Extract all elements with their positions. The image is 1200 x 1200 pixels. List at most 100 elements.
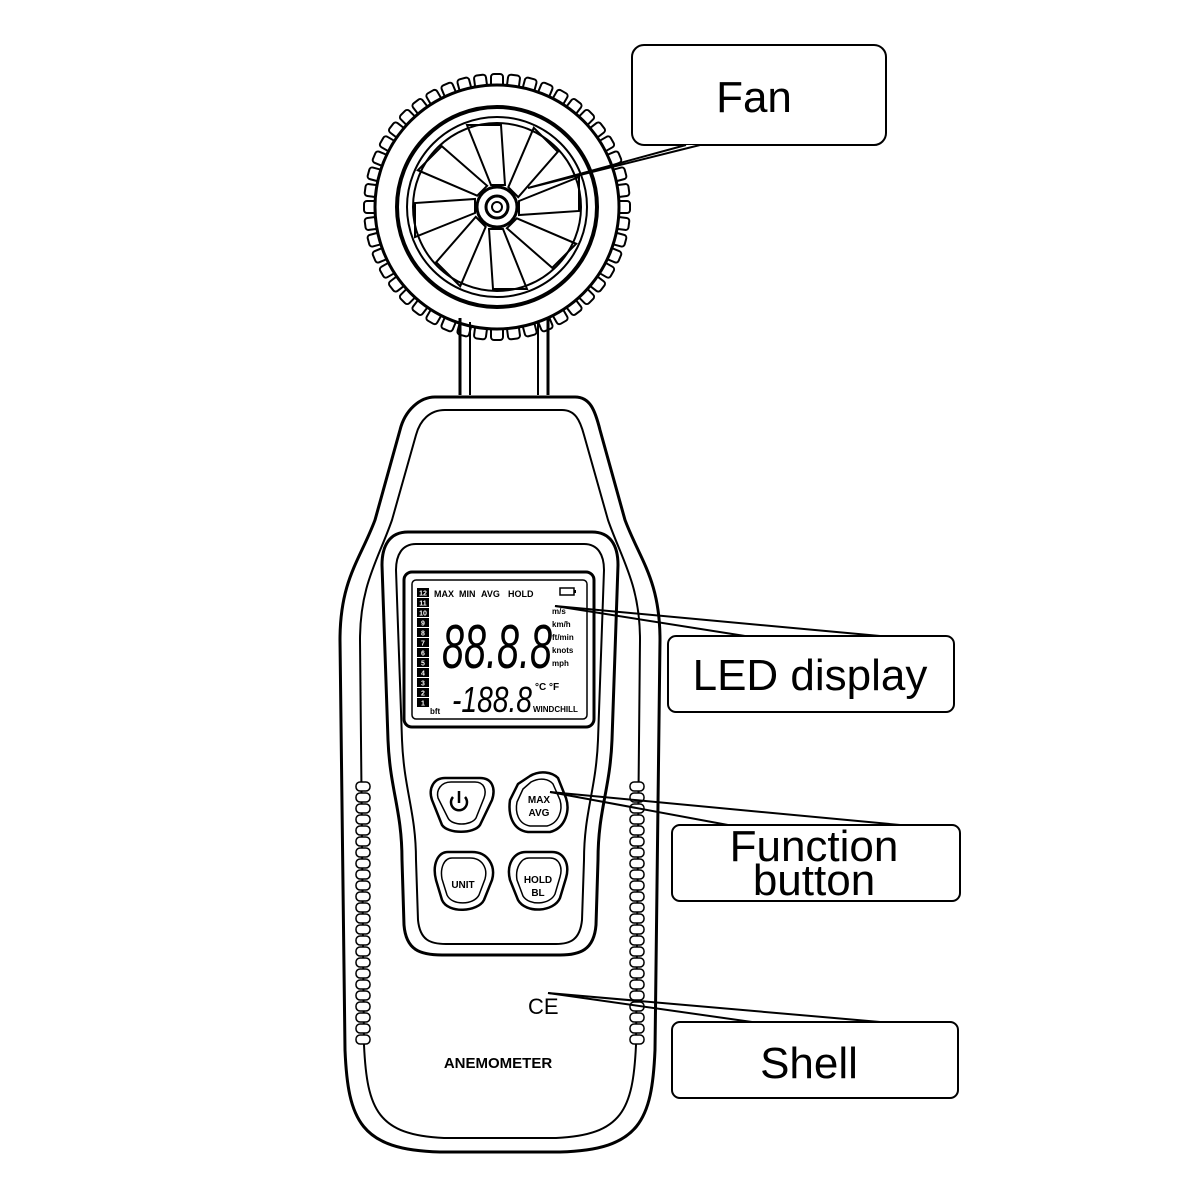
grip-ridge	[355, 825, 371, 836]
grip-ridge	[355, 990, 371, 1001]
grip-ridge	[629, 935, 645, 946]
scale-cell	[417, 668, 429, 677]
grip-ridge	[355, 858, 371, 869]
grip-ridge	[355, 803, 371, 814]
callout-shell: Shell	[547, 992, 959, 1099]
callout-function-label-2: button	[753, 856, 875, 905]
fan-blade	[487, 228, 529, 290]
fan-blade	[505, 217, 578, 270]
scale-number: 3	[421, 681, 425, 688]
scale-cell	[417, 598, 429, 607]
grip-ridge	[355, 924, 371, 935]
fan-blade	[518, 175, 580, 217]
power-button[interactable]	[429, 776, 495, 833]
unit-button[interactable]: UNIT	[433, 850, 495, 911]
grip-ridge	[629, 913, 645, 924]
mode-max: MAX	[434, 589, 454, 599]
grip-ridge	[355, 847, 371, 858]
scale-number: 4	[421, 671, 425, 678]
scale-cell	[417, 698, 429, 707]
grip-ridge	[355, 935, 371, 946]
scale-number: 1	[421, 701, 425, 708]
grip-ridge	[355, 869, 371, 880]
scale-number: 9	[421, 621, 425, 628]
fan-blades	[414, 124, 580, 290]
scale-number: 10	[419, 611, 427, 618]
hold-bl-button[interactable]: HOLD BL	[507, 850, 569, 911]
device-name: ANEMOMETER	[444, 1055, 553, 1072]
grip-ridge	[629, 825, 645, 836]
grip-ridge	[355, 957, 371, 968]
grip-ridge	[629, 847, 645, 858]
callout-led-label: LED display	[693, 651, 928, 700]
scale-number: 8	[421, 631, 425, 638]
grip-ridge	[355, 902, 371, 913]
grip-ridge	[629, 1023, 645, 1034]
scale-number: 6	[421, 651, 425, 658]
fan-blade	[507, 126, 560, 199]
fan-blade	[465, 124, 507, 186]
hold-bl-label-1: HOLD	[524, 875, 552, 886]
scale-number: 11	[419, 601, 427, 608]
grip-ridge	[629, 858, 645, 869]
unit-label: km/h	[552, 620, 571, 629]
scale-cell	[417, 628, 429, 637]
unit-label: knots	[552, 646, 574, 655]
grip-ridge	[355, 1001, 371, 1012]
scale-cell	[417, 588, 429, 597]
scale-number: 5	[421, 661, 425, 668]
windchill-label: WINDCHILL	[533, 705, 578, 714]
shell-body	[338, 395, 662, 1154]
unit-label: UNIT	[451, 880, 474, 891]
grip-ridge	[355, 1023, 371, 1034]
power-icon	[449, 791, 469, 812]
callout-function-button: Function button	[549, 791, 961, 905]
grip-ridge	[629, 946, 645, 957]
callout-function-label-1: Function	[730, 822, 899, 871]
fan-head	[363, 73, 631, 341]
callout-fan-label: Fan	[716, 73, 792, 122]
max-avg-label-2: AVG	[529, 808, 550, 819]
grip-ridge	[355, 891, 371, 902]
callout-fan: Fan	[527, 44, 887, 189]
grip-ridge	[629, 968, 645, 979]
temperature-units: °C °F	[535, 682, 559, 693]
grip-ridge	[629, 957, 645, 968]
grip-ridge	[355, 1034, 371, 1045]
grip-ridge	[629, 902, 645, 913]
grip-ridge	[629, 924, 645, 935]
grip-ridge	[355, 913, 371, 924]
grip-ridge	[629, 990, 645, 1001]
scale-cell	[417, 678, 429, 687]
grip-ridge	[629, 814, 645, 825]
max-avg-label-1: MAX	[528, 795, 551, 806]
callout-shell-label: Shell	[760, 1039, 858, 1088]
grip-ridge	[629, 880, 645, 891]
scale-cell	[417, 638, 429, 647]
scale-cell	[417, 658, 429, 667]
scale-cell	[417, 648, 429, 657]
unit-label: ft/min	[552, 633, 574, 642]
grip-ridge	[355, 968, 371, 979]
grip-ridge	[629, 781, 645, 792]
grip-ridge	[355, 979, 371, 990]
unit-label: m/s	[552, 607, 566, 616]
scale-cell	[417, 688, 429, 697]
scale-cell	[417, 608, 429, 617]
bft-label: bft	[430, 707, 441, 716]
grip-ridge	[355, 836, 371, 847]
scale-number: 12	[419, 591, 427, 598]
unit-label: mph	[552, 659, 569, 668]
scale-number: 7	[421, 641, 425, 648]
fan-blade	[434, 215, 487, 288]
main-reading: 88.8.8	[442, 613, 552, 682]
hold-bl-label-2: BL	[531, 888, 544, 899]
grip-ridge	[355, 814, 371, 825]
max-avg-button[interactable]: MAX AVG	[508, 771, 569, 834]
grip-right	[629, 781, 645, 1045]
